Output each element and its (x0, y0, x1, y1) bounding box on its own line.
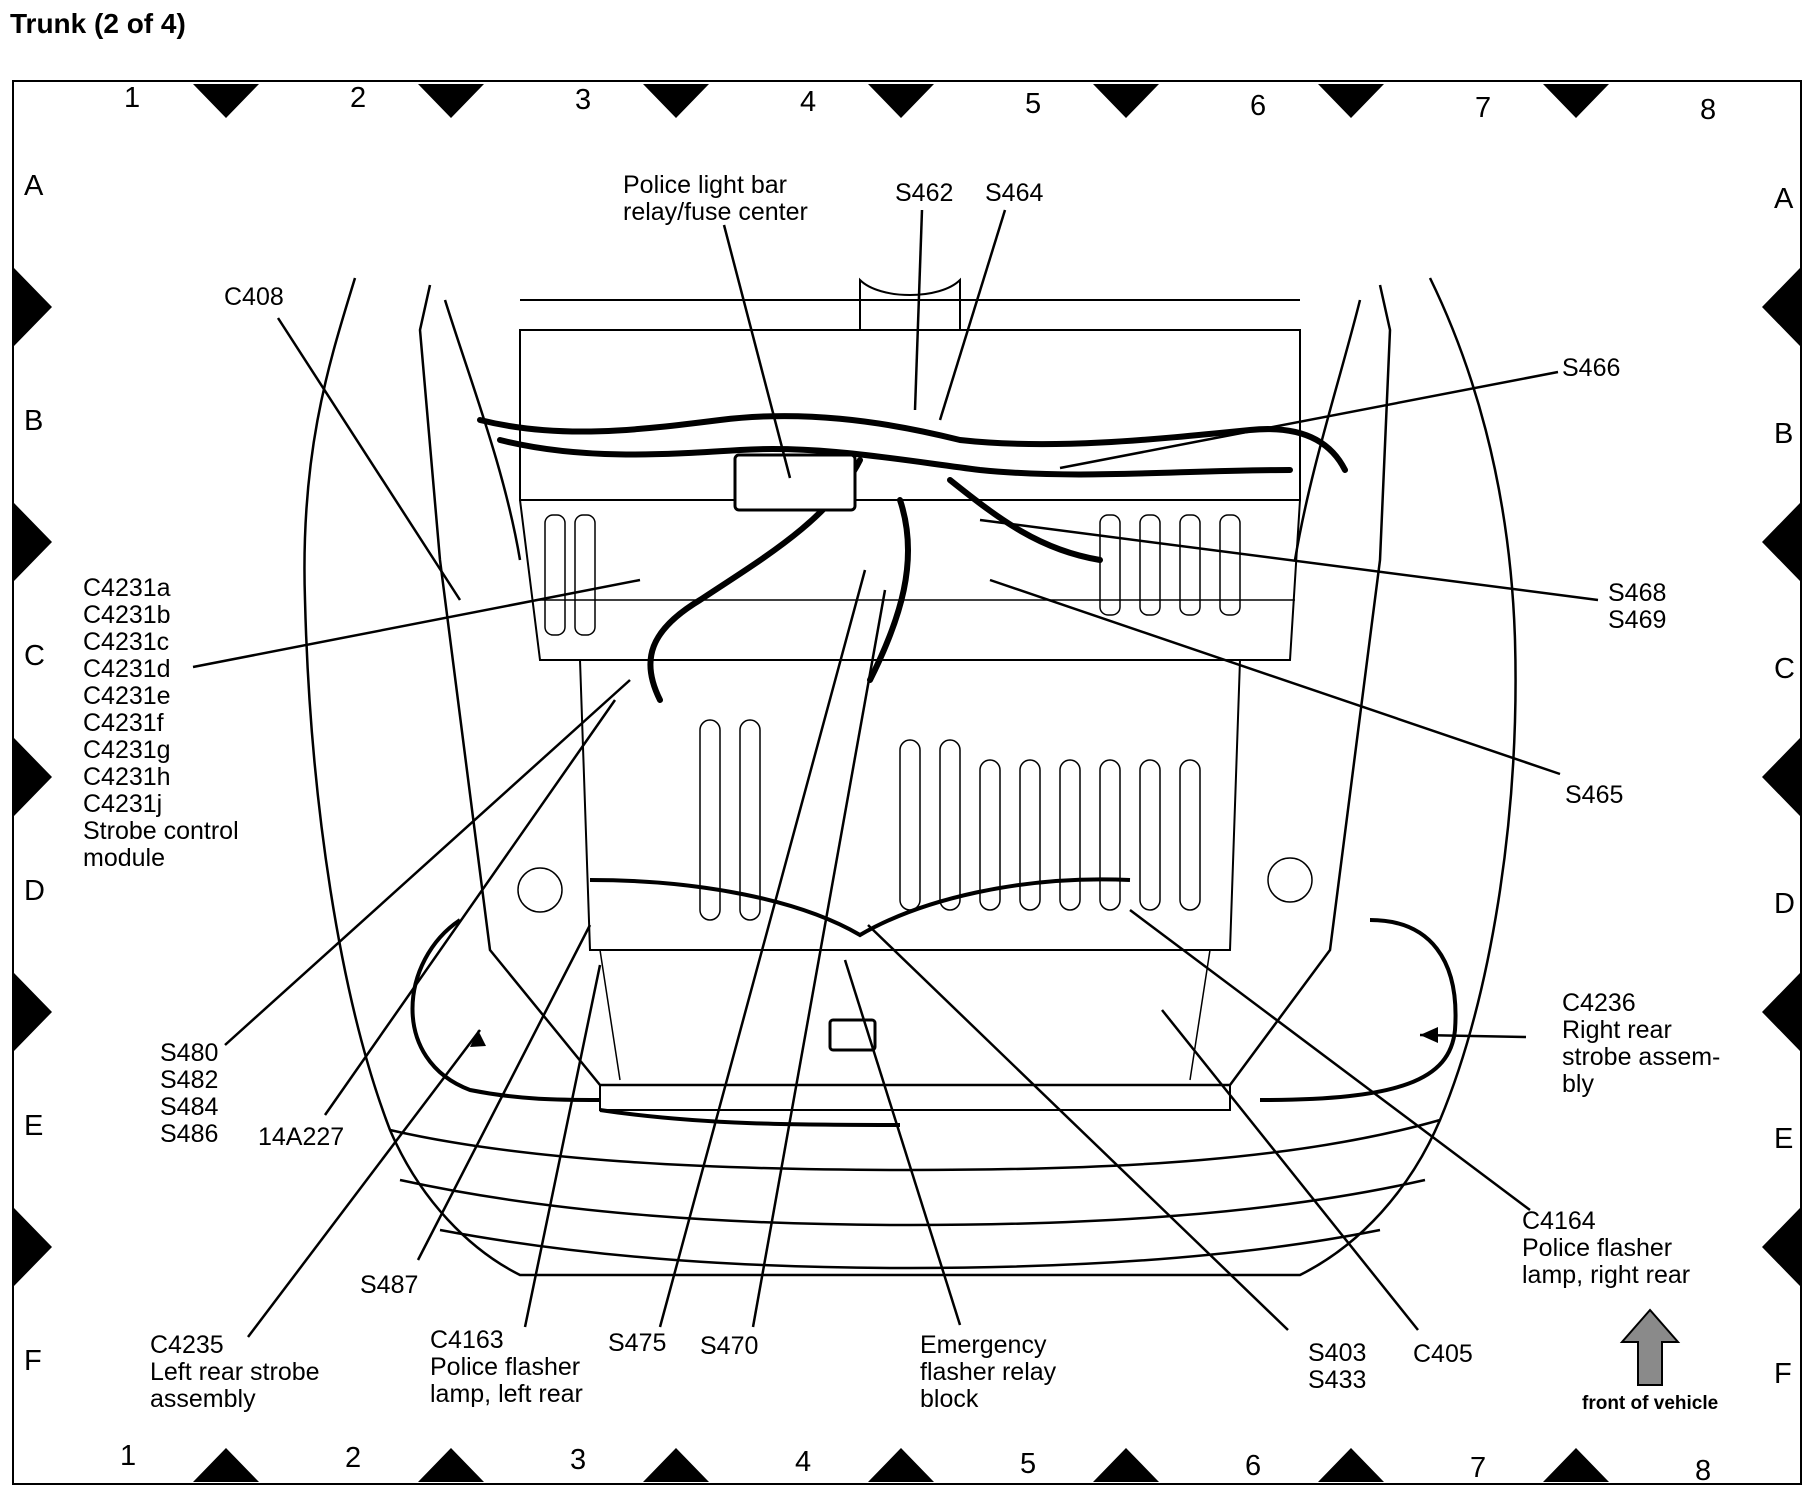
col-bottom-7: 7 (1470, 1452, 1487, 1484)
strobe-wiring (410, 877, 1458, 1127)
page-title: Trunk (2 of 4) (10, 8, 186, 39)
label-c4164-right-rear-flasher: C4164 Police flasher lamp, right rear (1522, 1207, 1691, 1289)
col-top-4: 4 (800, 86, 817, 118)
label-c405: C405 (1413, 1340, 1473, 1368)
label-s465: S465 (1565, 781, 1624, 809)
col-top-3: 3 (575, 84, 592, 116)
label-s470: S470 (700, 1332, 759, 1360)
row-left-B: B (24, 405, 44, 437)
row-right-B: B (1774, 418, 1794, 450)
col-top-2: 2 (350, 82, 367, 114)
col-top-1: 1 (124, 82, 141, 114)
row-right-E: E (1774, 1123, 1794, 1155)
col-top-5: 5 (1025, 88, 1042, 120)
row-left-A: A (24, 170, 44, 202)
label-police-light-bar: Police light bar relay/fuse center (623, 171, 808, 226)
col-bottom-4: 4 (795, 1446, 812, 1478)
label-s466: S466 (1562, 354, 1621, 382)
col-bottom-8: 8 (1695, 1455, 1712, 1487)
col-bottom-3: 3 (570, 1444, 587, 1476)
label-s403-s433: S403 S433 (1308, 1339, 1367, 1394)
label-c4236-right-rear-strobe: C4236 Right rear strobe assem- bly (1562, 989, 1721, 1098)
label-c4163-left-rear-flasher: C4163 Police flasher lamp, left rear (430, 1326, 583, 1408)
row-right-C: C (1774, 653, 1795, 685)
row-right-F: F (1774, 1358, 1792, 1390)
label-s462: S462 (895, 179, 954, 207)
arrowheads (470, 1027, 1438, 1047)
label-c4231-strobe-control-module: C4231a C4231b C4231c C4231d C4231e C4231… (83, 574, 239, 872)
col-bottom-5: 5 (1020, 1448, 1037, 1480)
col-bottom-1: 1 (120, 1440, 137, 1472)
row-right-D: D (1774, 888, 1795, 920)
row-left-C: C (24, 640, 45, 672)
col-top-6: 6 (1250, 90, 1267, 122)
label-s475: S475 (608, 1329, 667, 1357)
label-s480-group: S480 S482 S484 S486 (160, 1039, 219, 1148)
label-s468-s469: S468 S469 (1608, 579, 1667, 634)
label-14a227: 14A227 (258, 1123, 345, 1151)
col-bottom-2: 2 (345, 1442, 362, 1474)
col-bottom-6: 6 (1245, 1450, 1262, 1482)
label-s487: S487 (360, 1271, 419, 1299)
row-left-E: E (24, 1110, 44, 1142)
label-c4235-left-rear-strobe: C4235 Left rear strobe assembly (150, 1331, 320, 1413)
grid-markers (14, 84, 1800, 1482)
label-c408: C408 (224, 283, 284, 311)
row-left-D: D (24, 875, 45, 907)
col-top-7: 7 (1475, 92, 1492, 124)
floor-ribs (517, 514, 1313, 921)
col-top-8: 8 (1700, 94, 1717, 126)
front-of-vehicle-label: front of vehicle (1582, 1393, 1719, 1414)
leader-lines (192, 209, 1599, 1338)
row-right-A: A (1774, 183, 1794, 215)
diagram-frame (12, 80, 1802, 1485)
front-of-vehicle-arrow-icon (1619, 1308, 1681, 1386)
fuse-center-box (733, 453, 877, 1052)
label-emergency-flasher-relay-block: Emergency flasher relay block (920, 1331, 1057, 1413)
row-left-F: F (24, 1345, 42, 1377)
label-s464: S464 (985, 179, 1044, 207)
